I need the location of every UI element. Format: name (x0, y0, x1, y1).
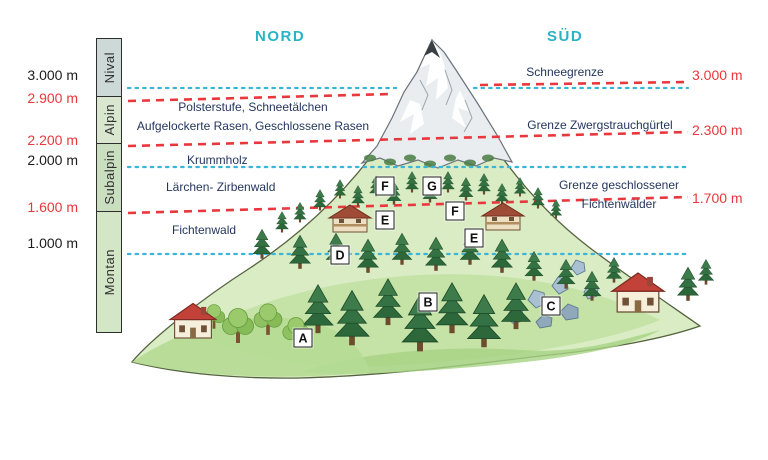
zwergstrauch-grenze-dashed (127, 130, 689, 148)
fichtenwald-grenze-line2: Fichtenwälder (581, 197, 657, 211)
altitude-left-2200: 2.200 m (27, 132, 78, 148)
zone-alpin-label: Alpin (101, 104, 117, 136)
altitude-right-3000: 3.000 m (692, 67, 743, 83)
altitude-zone-bar: Nival Alpin Subalpin Montan (96, 38, 122, 333)
zone-letter-marker-a: A (293, 328, 313, 348)
zone-subalpin-label: Subalpin (101, 150, 117, 205)
zone-montan: Montan (97, 212, 121, 332)
fichtenwald-annotation: Fichtenwald (172, 223, 237, 237)
south-header: SÜD (547, 28, 584, 45)
zone-letter-marker-f: F (445, 201, 465, 221)
zone-nival: Nival (97, 39, 121, 98)
zone-letter-marker-g: G (422, 176, 442, 196)
zone-letter-marker-e: E (375, 210, 395, 230)
schneegrenze-annotation: Schneegrenze (526, 65, 604, 79)
krummholz-annotation: Krummholz (187, 153, 248, 167)
schneegrenze-dashed-right (479, 80, 689, 87)
zwergstrauch-grenze-annotation: Grenze Zwergstrauchgürtel (527, 118, 673, 132)
north-header: NORD (255, 28, 306, 45)
schneegrenze-dashed-left (127, 92, 393, 103)
altitude-left-1600: 1.600 m (27, 199, 78, 215)
laerchen-zirbenwald-annotation: Lärchen- Zirbenwald (166, 180, 276, 194)
altitude-left-1000: 1.000 m (27, 235, 78, 251)
zone-letter-marker-f: F (375, 176, 395, 196)
fichtenwald-grenze-dashed (127, 195, 689, 215)
fichtenwald-grenze-line1: Grenze geschlossener (558, 178, 680, 192)
alpin-zone-annotation: Polsterstufe, Schneetälchen Aufgelockert… (128, 98, 378, 136)
zone-letter-marker-e: E (464, 228, 484, 248)
altitude-right-1700: 1.700 m (692, 190, 743, 206)
zone-subalpin: Subalpin (97, 144, 121, 213)
zone-letter-marker-d: D (330, 245, 350, 265)
altitude-left-3000: 3.000 m (27, 67, 78, 83)
alpin-annotation-line1: Polsterstufe, Schneetälchen (178, 100, 328, 114)
fichtenwald-grenze-annotation: Grenze geschlossener Fichtenwälder (549, 176, 689, 214)
krummholz-scrub (364, 154, 494, 168)
alpin-annotation-line2: Aufgelockerte Rasen, Geschlossene Rasen (136, 119, 370, 133)
mountain-peak (360, 38, 514, 169)
altitude-left-2000: 2.000 m (27, 152, 78, 168)
altitude-left-2900: 2.900 m (27, 90, 78, 106)
zone-montan-label: Montan (101, 248, 117, 296)
altitude-right-2300: 2.300 m (692, 122, 743, 138)
zone-alpin: Alpin (97, 97, 121, 145)
zone-nival-label: Nival (101, 51, 117, 84)
zone-letter-marker-c: C (541, 296, 561, 316)
zone-letter-marker-b: B (418, 292, 438, 312)
